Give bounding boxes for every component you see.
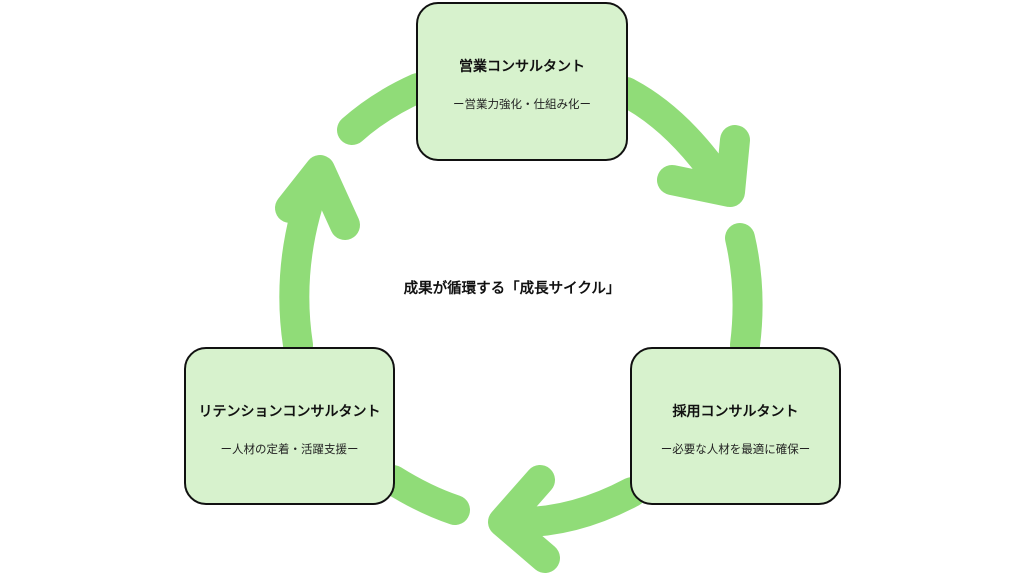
arrowhead-right bbox=[657, 125, 750, 207]
center-title: 成果が循環する「成長サイクル」 bbox=[403, 281, 621, 297]
node-subtitle: ー人材の定着・活躍支援ー bbox=[220, 442, 359, 456]
node-retention-consultant: リテンションコンサルタント ー人材の定着・活躍支援ー bbox=[184, 347, 395, 505]
node-title: 営業コンサルタント bbox=[459, 59, 585, 75]
arrowhead-bottom bbox=[488, 465, 560, 573]
node-sales-consultant: 営業コンサルタント ー営業力強化・仕組み化ー bbox=[416, 2, 628, 161]
arrow-bottom-left-segment bbox=[378, 465, 470, 525]
arrow-right-segment bbox=[725, 223, 763, 360]
arrow-top-to-right bbox=[611, 77, 740, 203]
node-subtitle: ー必要な人材を最適に確保ー bbox=[660, 442, 811, 456]
arrow-left-top-segment bbox=[337, 73, 433, 145]
node-title: リテンションコンサルタント bbox=[198, 404, 381, 420]
arrowhead-left bbox=[275, 155, 360, 240]
node-recruiting-consultant: 採用コンサルタント ー必要な人材を最適に確保ー bbox=[630, 347, 841, 505]
node-subtitle: ー営業力強化・仕組み化ー bbox=[453, 97, 591, 111]
node-title: 採用コンサルタント bbox=[672, 404, 799, 420]
